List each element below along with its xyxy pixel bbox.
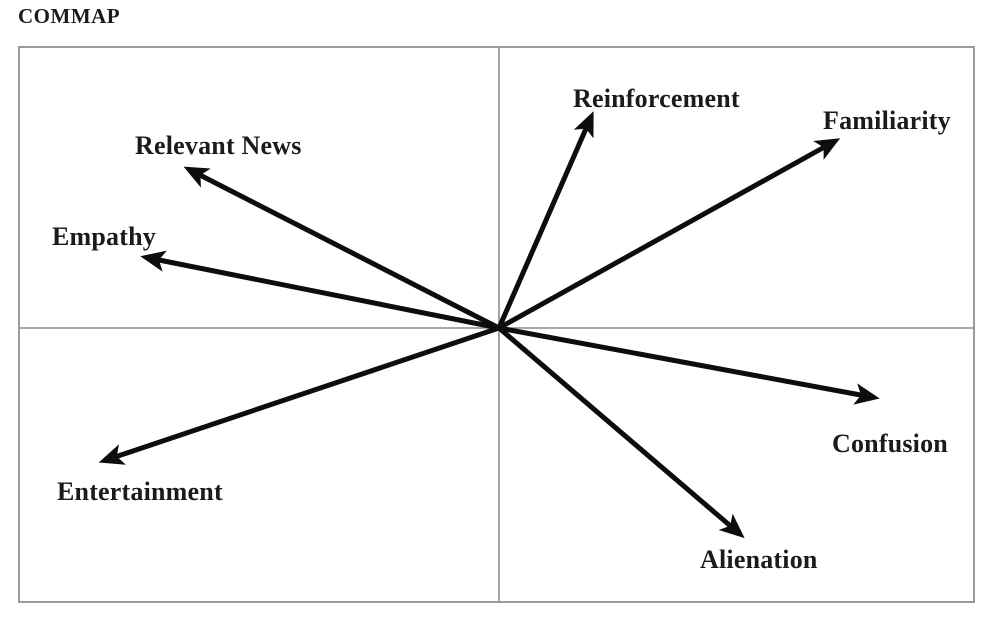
vector-label-confusion: Confusion	[832, 429, 948, 458]
page-title: COMMAP	[18, 4, 121, 28]
vector-label-entertainment: Entertainment	[57, 477, 223, 506]
vector-label-empathy: Empathy	[52, 222, 156, 251]
vector-label-relevant-news: Relevant News	[135, 131, 302, 160]
vector-label-familiarity: Familiarity	[823, 106, 951, 135]
vector-label-alienation: Alienation	[700, 545, 818, 574]
vector-label-reinforcement: Reinforcement	[573, 84, 740, 113]
